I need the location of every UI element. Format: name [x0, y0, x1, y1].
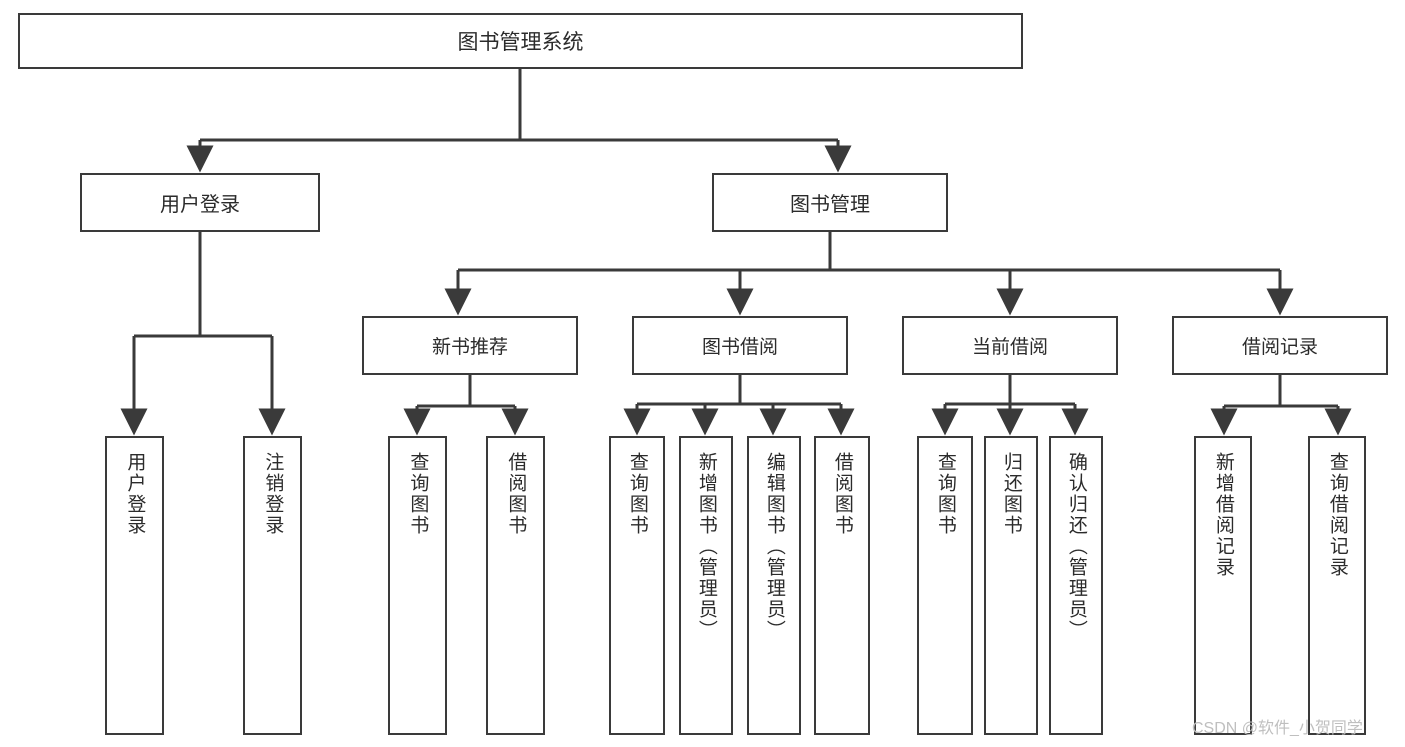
node-book-management[interactable]: 图书管理 [712, 173, 948, 232]
node-label: 借阅图书 [831, 452, 853, 536]
node-label: 确认归还（管理员） [1065, 452, 1087, 641]
leaf-book-borrow-query-book[interactable]: 查询图书 [609, 436, 665, 735]
node-label: 查询图书 [407, 452, 429, 536]
node-book-borrow[interactable]: 图书借阅 [632, 316, 848, 375]
leaf-user-login-login[interactable]: 用户登录 [105, 436, 164, 735]
leaf-borrow-record-query-record[interactable]: 查询借阅记录 [1308, 436, 1366, 735]
node-label: 图书管理系统 [457, 31, 584, 54]
node-label: 借阅记录 [1241, 337, 1318, 358]
node-label: 归还图书 [1000, 452, 1022, 536]
node-new-book-recommend[interactable]: 新书推荐 [362, 316, 578, 375]
node-borrow-record[interactable]: 借阅记录 [1172, 316, 1388, 375]
leaf-new-book-borrow-book[interactable]: 借阅图书 [486, 436, 545, 735]
node-label: 借阅图书 [505, 452, 527, 536]
node-label: 当前借阅 [971, 337, 1048, 358]
node-label: 用户登录 [160, 194, 240, 216]
leaf-new-book-query-book[interactable]: 查询图书 [388, 436, 447, 735]
node-label: 用户登录 [124, 452, 146, 536]
leaf-user-login-logout[interactable]: 注销登录 [243, 436, 302, 735]
node-label: 新增图书（管理员） [695, 452, 717, 641]
node-label: 图书借阅 [701, 337, 778, 358]
node-label: 查询借阅记录 [1326, 452, 1348, 578]
node-label: 图书管理 [790, 194, 870, 216]
node-root-book-management-system[interactable]: 图书管理系统 [18, 13, 1023, 69]
node-label: 查询图书 [934, 452, 956, 536]
node-label: 新增借阅记录 [1212, 452, 1234, 578]
node-label: 新书推荐 [431, 337, 508, 358]
node-label: 编辑图书（管理员） [763, 452, 785, 641]
leaf-current-borrow-query-book[interactable]: 查询图书 [917, 436, 973, 735]
leaf-book-borrow-edit-book-admin[interactable]: 编辑图书（管理员） [747, 436, 801, 735]
leaf-book-borrow-borrow-book[interactable]: 借阅图书 [814, 436, 870, 735]
leaf-borrow-record-add-record[interactable]: 新增借阅记录 [1194, 436, 1252, 735]
leaf-current-borrow-confirm-return-admin[interactable]: 确认归还（管理员） [1049, 436, 1103, 735]
node-label: 注销登录 [262, 452, 284, 536]
node-label: 查询图书 [626, 452, 648, 536]
node-current-borrow[interactable]: 当前借阅 [902, 316, 1118, 375]
leaf-book-borrow-add-book-admin[interactable]: 新增图书（管理员） [679, 436, 733, 735]
node-user-login[interactable]: 用户登录 [80, 173, 320, 232]
leaf-current-borrow-return-book[interactable]: 归还图书 [984, 436, 1038, 735]
